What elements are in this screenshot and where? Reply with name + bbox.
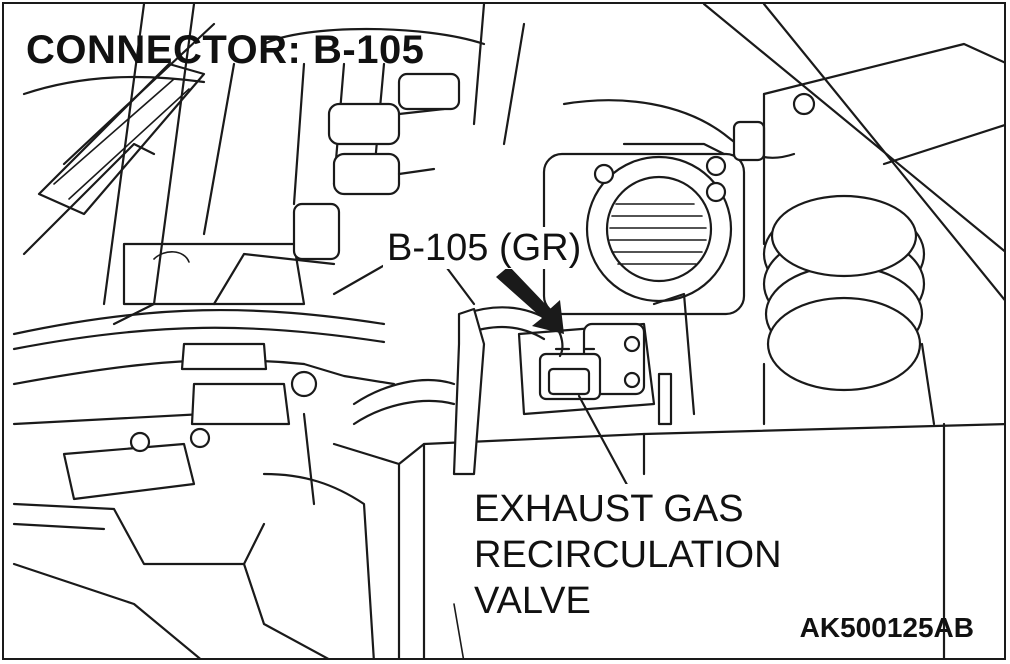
component-callout-line-2: RECIRCULATION xyxy=(474,534,782,576)
throttle-body xyxy=(542,99,796,316)
air-intake-hose xyxy=(702,4,1004,426)
egr-leader-line xyxy=(577,394,634,496)
figure-code: AK500125AB xyxy=(799,612,974,643)
component-callout-line-3: VALVE xyxy=(474,580,591,622)
page-title: CONNECTOR: B-105 xyxy=(26,28,425,72)
component-callout-line-1: EXHAUST GAS xyxy=(474,488,744,530)
connector-callout: B-105 (GR) xyxy=(383,227,586,269)
connector-pointer-arrow xyxy=(496,266,564,334)
coolant-pipes xyxy=(12,370,401,658)
connector-b105 xyxy=(538,347,602,401)
component-callout: EXHAUST GAS RECIRCULATION VALVE xyxy=(470,484,788,628)
fuel-injectors xyxy=(292,72,461,261)
wire-harness xyxy=(12,252,564,476)
